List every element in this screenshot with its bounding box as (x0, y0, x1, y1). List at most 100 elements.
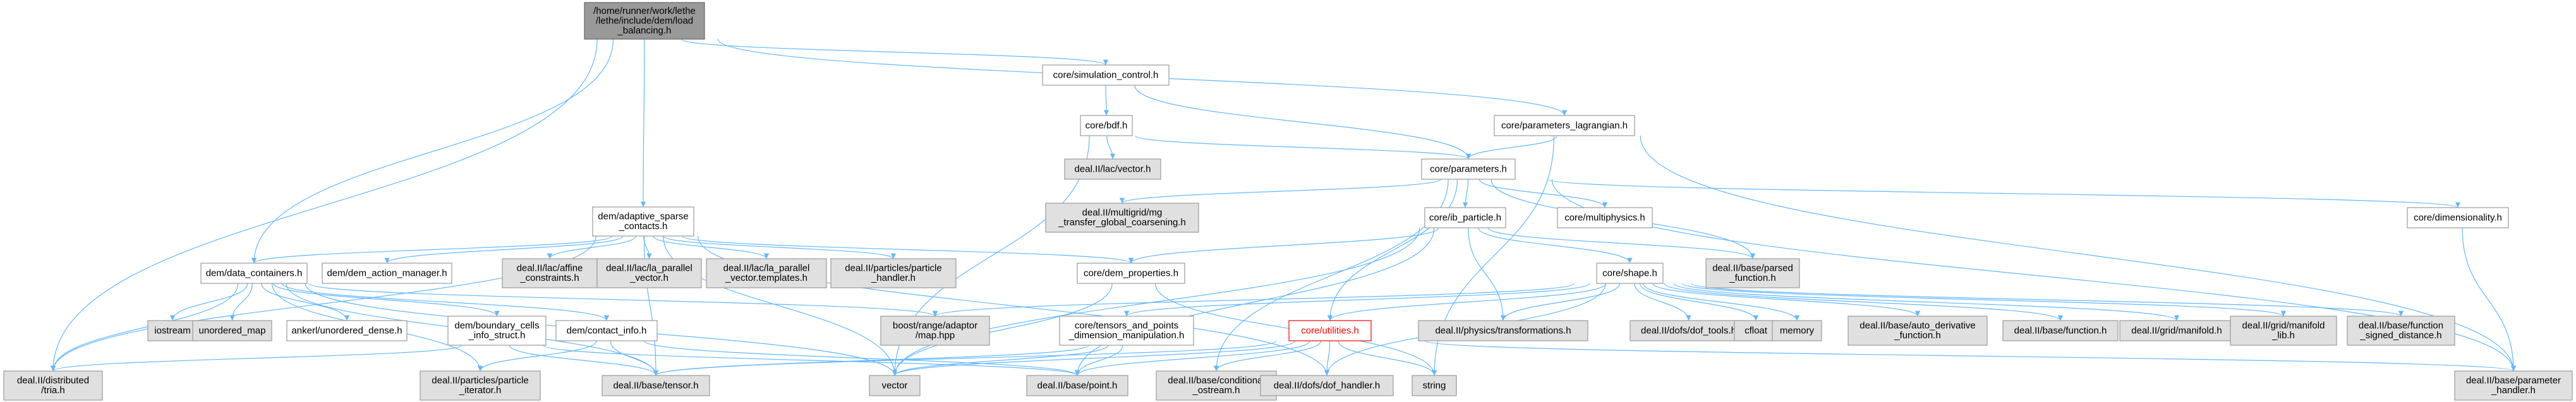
node-label-line: core/parameters_lagrangian.h (1501, 120, 1628, 131)
node-label-dcont: dem/data_containers.h (206, 268, 303, 278)
edge-dcont-to-anker (261, 283, 350, 321)
edge-shape-to-sdist (1691, 283, 2404, 317)
edge-util-to-dofh (1324, 340, 1331, 376)
edge-adapt-to-lapartpl (653, 235, 770, 259)
edge-shape-to-memory (1643, 283, 1800, 321)
node-box-parsed (1705, 258, 1800, 288)
node-box-dcont (200, 263, 308, 284)
node-box-cfloat (1734, 320, 1778, 341)
node-label-line: core/multiphysics.h (1564, 212, 1645, 223)
node-label-line: core/dimensionality.h (2414, 212, 2502, 223)
edge-bcells-to-tensor (509, 345, 659, 376)
node-tensors[interactable]: core/tensors_and_points_dimension_manipu… (1059, 316, 1194, 346)
node-piter: deal.II/particles/particle_iterator.h (420, 370, 541, 401)
node-label-shape: core/shape.h (1602, 268, 1657, 278)
node-label-line: core/simulation_control.h (1053, 69, 1159, 80)
node-box-mgt (1045, 203, 1199, 233)
edge-adapt-to-affine (547, 235, 636, 259)
node-box-gmanlib (2230, 316, 2337, 346)
edges-layer (50, 38, 2517, 376)
node-shape[interactable]: core/shape.h (1596, 263, 1664, 284)
node-label-line: _constraints.h (519, 273, 579, 283)
node-label-sdist: deal.II/base/function_signed_distance.h (2359, 321, 2443, 341)
edge-shape-to-boostmap (933, 283, 1575, 317)
node-box-gmanifold (2119, 320, 2234, 341)
edge-ibp-to-parsed (1487, 227, 1756, 259)
edge-params-to-mgt (1120, 179, 1441, 204)
edge-util-to-point (1074, 340, 1310, 376)
node-label-phandler: deal.II/particles/particle_handler.h (845, 263, 941, 284)
node-label-adapt: dem/adaptive_sparse_contacts.h (598, 211, 688, 232)
node-multiphys[interactable]: core/multiphysics.h (1557, 207, 1653, 228)
node-adapt[interactable]: dem/adaptive_sparse_contacts.h (592, 206, 694, 237)
node-label-piter: deal.II/particles/particle_iterator.h (432, 375, 528, 396)
node-label-line: deal.II/multigrid/mg (1082, 208, 1163, 218)
edge-ibp-to-shape (1478, 227, 1633, 264)
node-label-line: deal.II/base/parsed (1712, 263, 1793, 274)
edge-tensors-to-vector (892, 345, 1109, 376)
node-label-line: _vector.h (629, 273, 668, 283)
edge-root-to-adapt (640, 38, 646, 208)
edge-params-to-dimen (1547, 179, 2460, 208)
node-label-multiphys: core/multiphysics.h (1564, 212, 1645, 223)
node-box-point (1026, 375, 1128, 396)
node-tensor: deal.II/base/tensor.h (602, 375, 710, 396)
node-label-line: _vector.templates.h (725, 273, 807, 283)
edge-adapt-to-tensor (644, 235, 659, 376)
nodes-layer: /home/runner/work/lethe/lethe/include/de… (3, 2, 2573, 401)
node-label-line: _contacts.h (619, 221, 668, 232)
node-box-condos (1156, 370, 1277, 401)
node-box-params (1421, 158, 1516, 180)
node-box-piter (420, 370, 541, 401)
node-label-line: /lethe/include/dem/load (596, 15, 693, 26)
node-box-tensors (1059, 316, 1194, 346)
node-anker[interactable]: ankerl/unordered_dense.h (286, 320, 408, 341)
node-box-phandler (830, 258, 957, 288)
node-label-line: _info_struct.h (468, 330, 525, 341)
node-label-line: core/tensors_and_points (1075, 321, 1178, 331)
node-label-memory: memory (1780, 325, 1815, 336)
node-tria: deal.II/distributed/tria.h (3, 370, 103, 401)
edge-adapt-to-dact (384, 235, 624, 264)
node-label-iostream: iostream (154, 325, 191, 336)
node-util[interactable]: core/utilities.h (1288, 320, 1372, 341)
node-mgt: deal.II/multigrid/mg_transfer_global_coa… (1045, 203, 1199, 233)
node-box-lapartpl (706, 258, 827, 288)
node-label-line: deal.II/lac/la_parallel (606, 263, 692, 274)
edge-plag-to-params (1465, 135, 1557, 160)
node-dcont[interactable]: dem/data_containers.h (200, 263, 308, 284)
edge-adapt-to-demprop (682, 235, 1134, 264)
node-bdf[interactable]: core/bdf.h (1080, 115, 1133, 136)
node-label-line: memory (1780, 325, 1815, 336)
node-ibp[interactable]: core/ib_particle.h (1424, 207, 1506, 228)
node-label-parsed: deal.II/base/parsed_function.h (1712, 263, 1793, 284)
edge-root-to-dcont (251, 38, 614, 264)
node-iostream: iostream (147, 320, 198, 341)
node-affine: deal.II/lac/affine_constraints.h (502, 258, 598, 288)
edge-dcont-to-umap (229, 283, 253, 321)
node-label-string: string (1423, 380, 1446, 391)
node-label-line: dem/data_containers.h (206, 268, 303, 278)
node-label-bfunc: deal.II/base/function.h (2014, 325, 2107, 336)
node-box-iostream (147, 320, 198, 341)
node-bcells[interactable]: dem/boundary_cells_info_struct.h (447, 316, 547, 346)
node-dact[interactable]: dem/dem_action_manager.h (322, 263, 452, 284)
node-dimen[interactable]: core/dimensionality.h (2407, 207, 2509, 228)
node-plag[interactable]: core/parameters_lagrangian.h (1494, 115, 1635, 136)
node-label-line: _function.h (1729, 273, 1775, 283)
node-vector: vector (869, 375, 921, 396)
node-demprop[interactable]: core/dem_properties.h (1077, 263, 1185, 284)
node-sim[interactable]: core/simulation_control.h (1042, 64, 1170, 86)
node-label-root: /home/runner/work/lethe/lethe/include/de… (593, 6, 696, 36)
node-label-bdf: core/bdf.h (1085, 120, 1128, 131)
node-bfunc: deal.II/base/function.h (2002, 320, 2119, 341)
node-gmanifold: deal.II/grid/manifold.h (2119, 320, 2234, 341)
edge-params-to-condos (1213, 179, 1449, 372)
node-params[interactable]: core/parameters.h (1421, 158, 1516, 180)
node-cinfo[interactable]: dem/contact_info.h (555, 320, 658, 341)
node-box-shape (1596, 263, 1664, 284)
node-label-bcells: dem/boundary_cells_info_struct.h (454, 321, 539, 341)
node-label-anker: ankerl/unordered_dense.h (291, 325, 402, 336)
node-label-dofh: deal.II/dofs/dof_handler.h (1274, 380, 1380, 391)
node-label-line: deal.II/physics/transformations.h (1435, 325, 1571, 336)
